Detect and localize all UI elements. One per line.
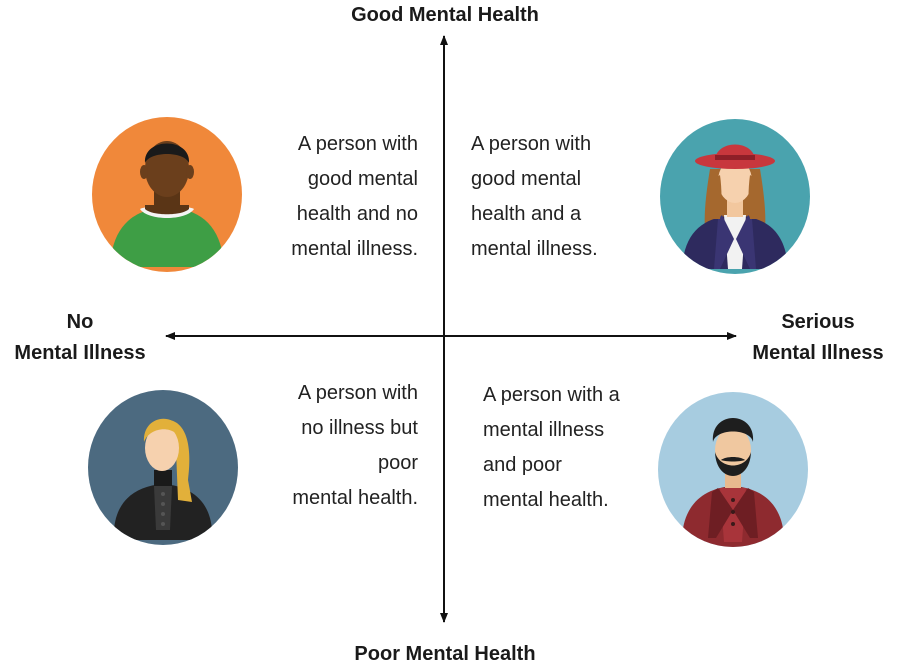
quadrant-description-top-left: A person with good mental health and no … — [291, 133, 418, 260]
axis-label-poor-mental-health: Poor Mental Health — [354, 643, 536, 665]
axis-label-serious-mental-illness: Serious Mental Illness — [752, 311, 884, 364]
quadrant-description-top-right: A person with good mental health and a m… — [471, 133, 598, 260]
axis-label-no-mental-illness: No Mental Illness — [14, 311, 146, 364]
man-green-shirt-icon — [92, 117, 242, 272]
quadrant-description-bottom-right: A person with a mental illness and poor … — [483, 384, 620, 511]
woman-red-hat-icon — [660, 119, 810, 274]
quadrant-description-bottom-left: A person with no illness but poor mental… — [292, 382, 418, 509]
axis-label-good-mental-health: Good Mental Health — [351, 4, 539, 26]
bearded-man-red-jacket-icon — [658, 392, 808, 547]
blonde-woman-black-dress-icon — [88, 390, 238, 545]
